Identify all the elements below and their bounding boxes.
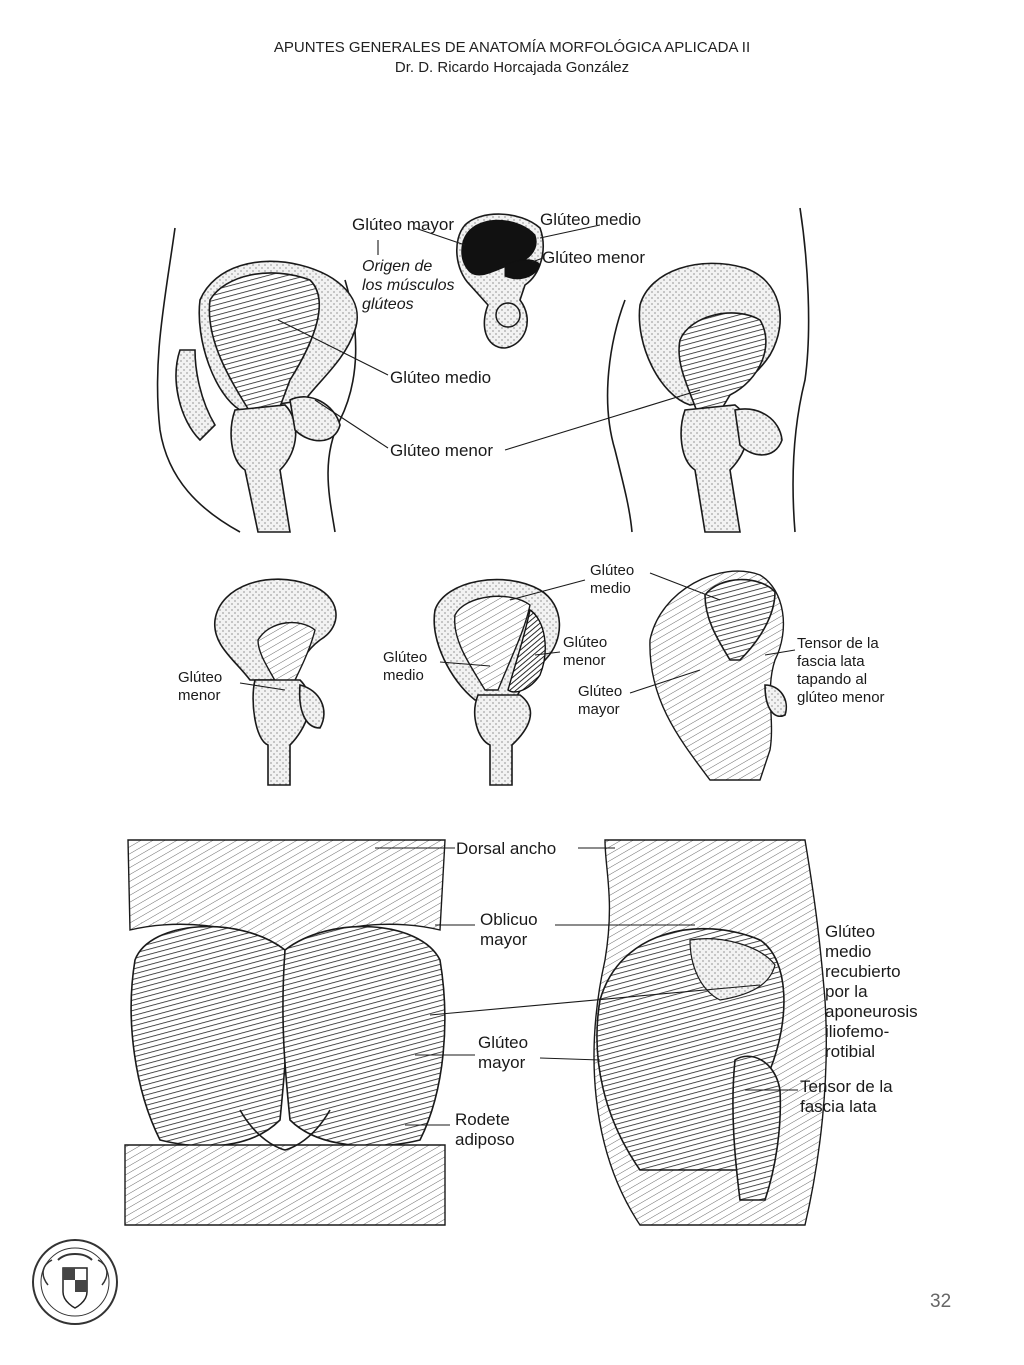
label-mid-gluteo-menor-2: menor: [178, 687, 221, 704]
label-mid-gluteo-mayor-2: mayor: [578, 701, 620, 718]
label-gluteo-menor-inset: Glúteo menor: [542, 248, 645, 267]
label-mid-tensor-4: glúteo menor: [797, 689, 885, 706]
middle-center-gluteus-minimus: [507, 608, 546, 693]
university-seal-icon: [32, 1239, 118, 1325]
bottom-back-left-gluteus-maximus: [130, 925, 288, 1147]
label-bottom-rodete-2: adiposo: [455, 1130, 515, 1149]
label-mid-gluteo-menor-mid-1: Glúteo: [563, 634, 607, 651]
label-bottom-tensor-1: Tensor de la: [800, 1077, 893, 1096]
middle-right-gluteus-medius: [704, 578, 776, 661]
label-mid-gluteo-mayor-1: Glúteo: [578, 683, 622, 700]
page-header: APUNTES GENERALES DE ANATOMÍA MORFOLÓGIC…: [0, 38, 1024, 78]
label-gluteo-mayor: Glúteo mayor: [352, 215, 454, 234]
label-bottom-gluteo-mayor-1: Glúteo: [478, 1033, 528, 1052]
label-bottom-gm-rec-4: por la: [825, 982, 868, 1001]
label-origen-2: los músculos: [362, 277, 454, 294]
label-mid-tensor-3: tapando al: [797, 671, 867, 688]
label-mid-gluteo-menor-1: Glúteo: [178, 669, 222, 686]
label-gluteo-medio: Glúteo medio: [390, 368, 491, 387]
label-mid-gluteo-medio-left-2: medio: [383, 667, 424, 684]
label-bottom-gm-rec-7: rotibial: [825, 1042, 875, 1061]
label-bottom-oblicuo-1: Oblicuo: [480, 910, 538, 929]
label-bottom-gluteo-mayor-2: mayor: [478, 1053, 526, 1072]
right-gluteus-minimus: [678, 312, 767, 421]
middle-left-gluteus-minimus: [257, 621, 316, 691]
label-bottom-gm-rec-6: iliofemo-: [825, 1022, 889, 1041]
label-mid-gluteo-medio-top-1: Glúteo: [590, 562, 634, 579]
label-mid-tensor-2: fascia lata: [797, 653, 865, 670]
label-mid-gluteo-menor-mid-2: menor: [563, 652, 606, 669]
document-author: Dr. D. Ricardo Horcajada González: [394, 59, 630, 76]
label-bottom-dorsal-ancho: Dorsal ancho: [456, 839, 556, 858]
label-gluteo-menor: Glúteo menor: [390, 441, 493, 460]
top-figure: Glúteo mayor Origen de los músculos glút…: [156, 207, 810, 533]
bottom-figure: Dorsal ancho Oblicuo mayor Glúteo mayor …: [124, 839, 918, 1226]
label-bottom-gm-rec-2: medio: [825, 942, 871, 961]
label-bottom-tensor-2: fascia lata: [800, 1097, 877, 1116]
middle-figure: Glúteo menor Glúteo medio Glúteo medio G…: [178, 562, 885, 786]
middle-center-gluteus-medius: [454, 595, 531, 691]
label-mid-gluteo-medio-top-2: medio: [590, 580, 631, 597]
left-femur: [230, 404, 297, 533]
label-gluteo-medio-inset: Glúteo medio: [540, 210, 641, 229]
label-mid-gluteo-medio-left-1: Glúteo: [383, 649, 427, 666]
document-title: APUNTES GENERALES DE ANATOMÍA MORFOLÓGIC…: [273, 39, 751, 56]
label-bottom-gm-rec-3: recubierto: [825, 962, 901, 981]
page-number: 32: [930, 1291, 952, 1312]
label-bottom-rodete-1: Rodete: [455, 1110, 510, 1129]
label-bottom-oblicuo-2: mayor: [480, 930, 528, 949]
bottom-side-tensor: [732, 1055, 782, 1201]
label-bottom-gm-rec-1: Glúteo: [825, 922, 875, 941]
bottom-back-right-gluteus-maximus: [282, 925, 446, 1147]
label-mid-tensor-1: Tensor de la: [797, 635, 879, 652]
label-origen-1: Origen de: [362, 258, 432, 275]
label-bottom-gm-rec-5: aponeurosis: [825, 1002, 918, 1021]
label-origen-3: glúteos: [362, 296, 414, 313]
